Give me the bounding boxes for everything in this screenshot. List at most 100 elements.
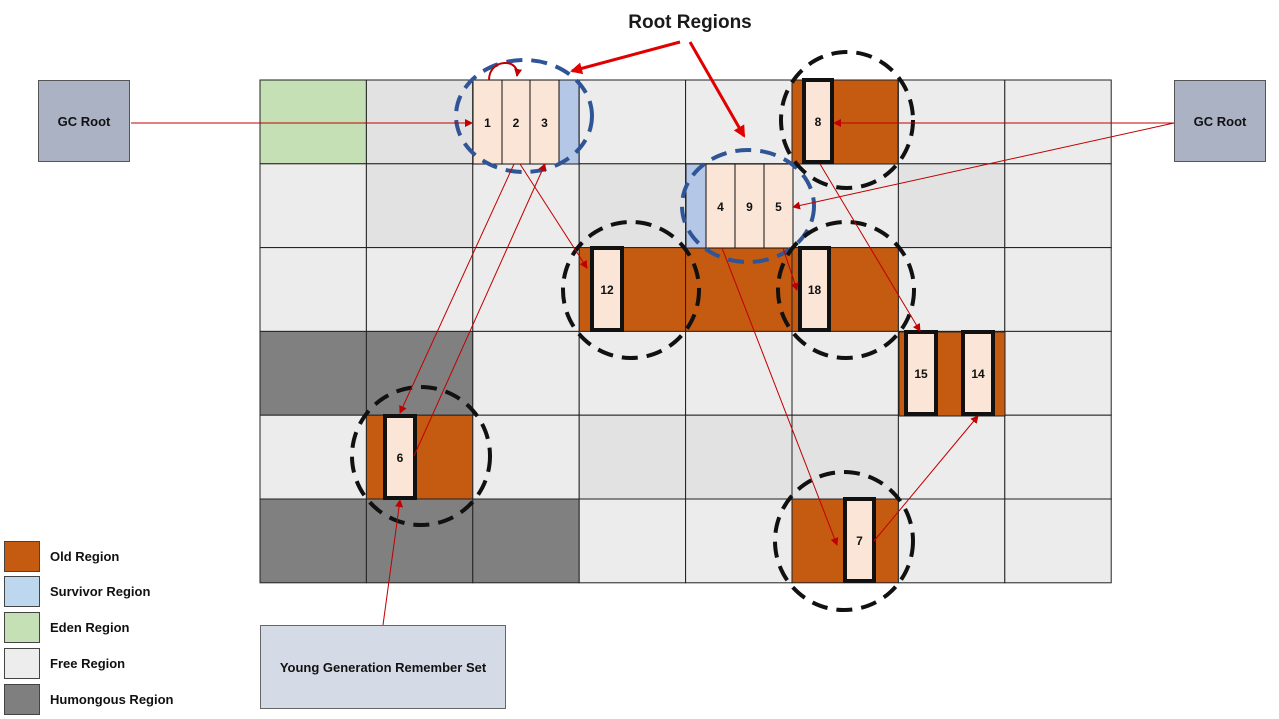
region-free-r3c7	[1004, 330, 1112, 416]
legend-label-old: Old Region	[50, 549, 120, 564]
region-free-r2c1	[365, 247, 474, 332]
region-old-r4c1	[365, 414, 474, 500]
region-free-r5c4	[685, 498, 793, 584]
object-6-label: 6	[397, 451, 404, 465]
region-free-r3c5	[791, 330, 899, 416]
object-3-label: 3	[541, 116, 548, 130]
legend-label-humongous: Humongous Region	[50, 692, 174, 707]
region-free-r1c7	[1004, 163, 1112, 249]
legend-item-humongous: Humongous Region	[4, 683, 174, 716]
gc-root-right-label: GC Root	[1193, 113, 1247, 129]
gc-root-right-to-5	[792, 122, 1175, 210]
legend-label-eden: Eden Region	[50, 620, 130, 635]
reference-arrows	[131, 40, 1175, 626]
object-5-box	[763, 163, 794, 249]
region-free-r4c6	[897, 414, 1006, 500]
root-region-circle-top	[454, 58, 594, 174]
region-free_alt-r4c3	[578, 414, 687, 500]
object-9-box	[734, 163, 765, 249]
region-humongous-r5c1	[365, 498, 474, 584]
self-loop-arrow-1-to-2	[488, 62, 523, 81]
arrow-8-to-15	[819, 163, 921, 332]
mark-circle-18	[776, 220, 916, 360]
root-region-circle-mid	[680, 148, 816, 264]
legend-swatch-survivor	[4, 576, 40, 607]
remember-set-label: Young Generation Remember Set	[279, 659, 487, 675]
legend-item-survivor: Survivor Region	[4, 575, 150, 608]
root-regions-arrow-top	[570, 40, 681, 75]
region-free-r3c2	[472, 330, 580, 416]
object-15-label: 15	[914, 367, 928, 381]
arrow-5-to-18	[782, 247, 799, 291]
object-6-box	[383, 414, 417, 500]
object-14-label: 14	[971, 367, 985, 381]
object-1-label: 1	[484, 116, 491, 130]
arrow-2-to-6	[399, 163, 515, 414]
object-12-label: 12	[600, 283, 614, 297]
gc-root-left-label: GC Root	[57, 113, 111, 129]
region-free-r2c0	[259, 247, 367, 332]
object-3-box	[529, 79, 560, 165]
region-free-r4c7	[1004, 414, 1112, 500]
region-free-r5c6	[897, 498, 1006, 584]
region-free-r3c4	[685, 330, 793, 416]
legend-swatch-humongous	[4, 684, 40, 715]
object-2-box	[501, 79, 531, 165]
region-free_alt-r4c4	[685, 414, 793, 500]
object-8-label: 8	[815, 115, 822, 129]
arrow-remset-to-6	[382, 499, 404, 626]
region-humongous-r5c2	[472, 498, 580, 584]
region-humongous-r5c0	[259, 498, 367, 584]
region-free_alt-r1c6	[897, 163, 1006, 249]
region-free-r2c6	[897, 247, 1006, 332]
object-5-label: 5	[775, 200, 782, 214]
arrow-2-to-12	[519, 163, 588, 269]
region-free_alt-r1c1	[365, 163, 474, 249]
legend-label-survivor: Survivor Region	[50, 584, 151, 599]
object-12-box	[590, 246, 624, 332]
object-18-label: 18	[808, 283, 822, 297]
mark-circle-12	[561, 220, 701, 360]
root-regions-title: Root Regions	[628, 12, 752, 33]
legend-swatch-eden	[4, 612, 40, 643]
region-free-r0c3	[578, 79, 687, 165]
region-free-r2c7	[1004, 247, 1112, 332]
region-humongous-r3c1	[365, 330, 474, 416]
legend-swatch-old	[4, 541, 40, 572]
arrow-7-to-14	[873, 415, 979, 542]
gc-root-right: GC Root	[1174, 80, 1266, 162]
object-15-box	[904, 330, 938, 416]
root-regions-arrow-mid	[688, 41, 746, 138]
legend-swatch-free	[4, 648, 40, 679]
legend-item-old: Old Region	[4, 540, 119, 573]
region-free-r3c3	[578, 330, 687, 416]
region-humongous-r3c0	[259, 330, 367, 416]
mark-circle-6	[350, 385, 492, 527]
object-7-box	[843, 497, 876, 583]
object-7-label: 7	[856, 534, 863, 548]
object-4-label: 4	[717, 200, 724, 214]
object-1-box	[472, 79, 503, 165]
region-eden-r0c0	[259, 79, 367, 165]
object-8-box	[802, 78, 834, 164]
region-free-r0c7	[1004, 79, 1112, 165]
marking-circles	[350, 50, 916, 612]
legend-item-free: Free Region	[4, 647, 125, 680]
mark-circle-7	[773, 470, 915, 612]
region-free-r5c7	[1004, 498, 1112, 584]
region-grid	[259, 79, 1112, 584]
object-4-box	[705, 163, 736, 249]
object-18-box	[798, 246, 831, 332]
object-14-box	[961, 330, 995, 416]
survivor-strip-mid	[685, 163, 707, 249]
object-9-label: 9	[746, 200, 753, 214]
legend-item-eden: Eden Region	[4, 611, 129, 644]
region-free-r5c3	[578, 498, 687, 584]
arrow-9-to-7	[721, 247, 839, 546]
gc-root-left: GC Root	[38, 80, 130, 162]
mark-circle-8	[779, 50, 915, 190]
legend-label-free: Free Region	[50, 656, 126, 671]
